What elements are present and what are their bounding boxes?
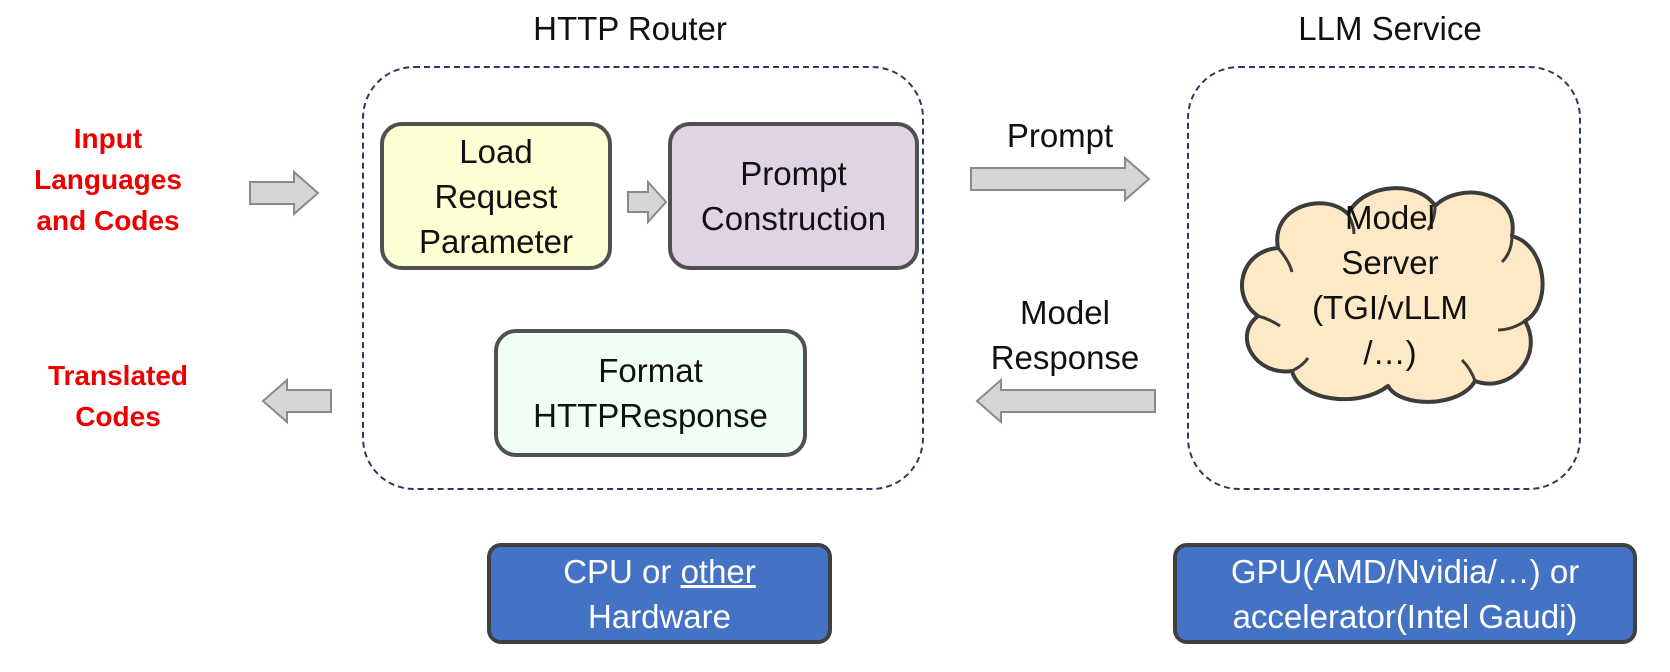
llm-hardware-box: GPU(AMD/Nvidia/…) or accelerator(Intel G… (1173, 543, 1637, 644)
load-request-parameter-node: Load Request Parameter (380, 122, 612, 270)
llm-hardware-line2: accelerator(Intel Gaudi) (1232, 597, 1578, 635)
router-hardware-box: CPU or other Hardware (487, 543, 832, 644)
prompt-edge-label: Prompt (1006, 117, 1114, 154)
llm-service-container (1187, 66, 1581, 490)
model-server-cloud (1240, 186, 1545, 404)
load-request-parameter-text: Load Request Parameter (418, 132, 574, 260)
model-server-text: Model Server (TGI/vLLM /…) (1312, 199, 1468, 371)
input-arrow (249, 169, 320, 217)
router-hardware-other: other (680, 552, 756, 590)
load-to-prompt-arrow (627, 179, 668, 225)
llm-service-title: LLM Service (1298, 10, 1482, 47)
translated-codes-label: Translated Codes (47, 360, 189, 432)
router-hardware-prefix: CPU or (563, 552, 681, 590)
model-response-edge-label: Model Response (990, 294, 1140, 376)
format-httpresponse-text: Format HTTPResponse (533, 352, 768, 434)
llm-hardware-line1: GPU(AMD/Nvidia/…) or (1230, 552, 1580, 590)
input-languages-label: Input Languages and Codes (34, 123, 182, 236)
output-arrow (261, 377, 332, 425)
prompt-construction-text: Prompt Construction (700, 155, 887, 237)
prompt-arrow (970, 155, 1151, 203)
format-httpresponse-node: Format HTTPResponse (494, 329, 807, 457)
model-response-arrow (975, 377, 1156, 425)
prompt-construction-node: Prompt Construction (668, 122, 919, 270)
http-router-title: HTTP Router (533, 10, 727, 47)
router-hardware-line2: Hardware (587, 597, 732, 635)
http-router-container (362, 66, 924, 490)
